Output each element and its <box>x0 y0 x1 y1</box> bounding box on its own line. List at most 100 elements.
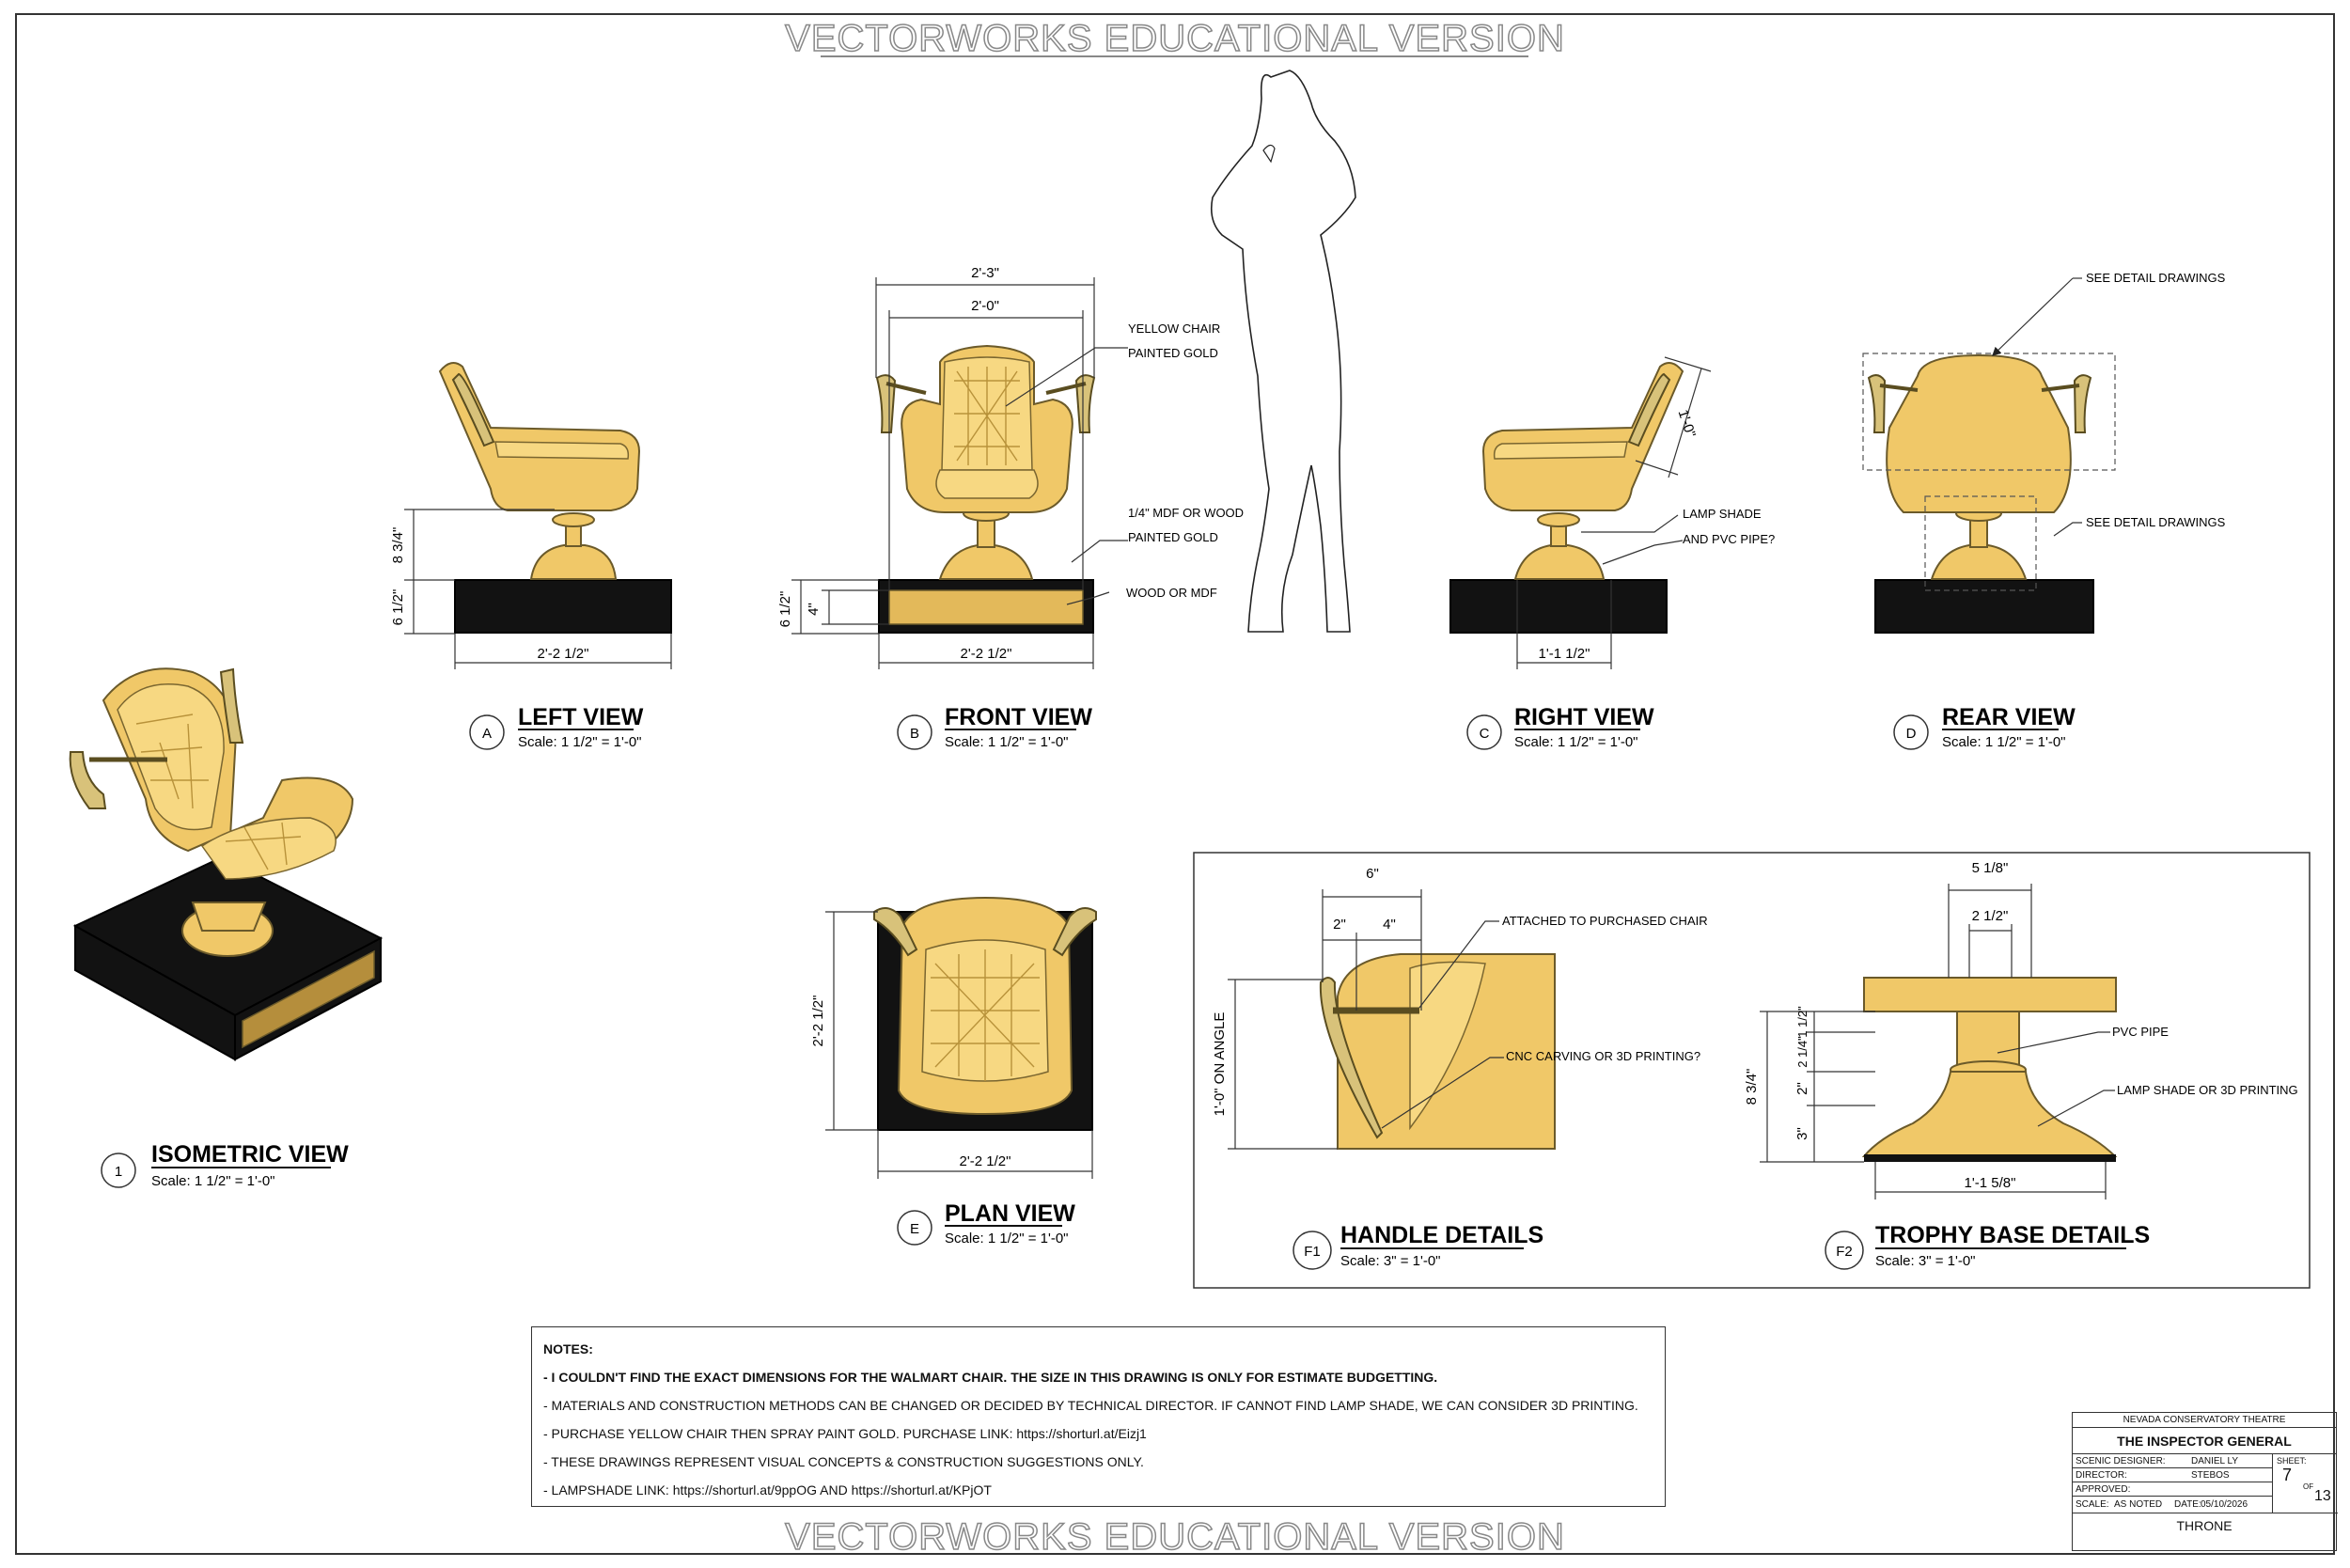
sheet-of: OF <box>2303 1482 2314 1491</box>
scale-label: SCALE: <box>2076 1499 2109 1510</box>
callout-see-detail-1: SEE DETAIL DRAWINGS <box>2086 271 2226 285</box>
front-view-dim-width-inner: 2'-0" <box>971 298 999 314</box>
isometric-view-scale: Scale: 1 1/2" = 1'-0" <box>151 1173 275 1189</box>
plan-view-dim-height: 2'-2 1/2" <box>810 996 826 1047</box>
trophy-detail-scale: Scale: 3" = 1'-0" <box>1875 1253 1976 1269</box>
plan-view-drawing <box>873 896 1097 1131</box>
date-label: DATE: <box>2174 1499 2201 1510</box>
isometric-view-drawing <box>69 667 384 1061</box>
trophy-detail-title: TROPHY BASE DETAILS <box>1875 1222 2150 1248</box>
front-view-drawing <box>875 344 1096 634</box>
title-block-org: NEVADA CONSERVATORY THEATRE <box>2073 1413 2336 1428</box>
notes-header: NOTES: <box>543 1341 593 1356</box>
handle-detail-tag-label: F1 <box>1304 1244 1321 1260</box>
handle-detail-drawing <box>1319 953 1556 1150</box>
left-view-title: LEFT VIEW <box>518 704 644 730</box>
note-line-5: - LAMPSHADE LINK: https://shorturl.at/9p… <box>543 1482 992 1497</box>
callout-lamp-2: AND PVC PIPE? <box>1683 532 1775 546</box>
trophy-detail-drawing <box>1861 977 2118 1162</box>
callout-mdf-1: 1/4" MDF OR WOOD <box>1128 506 1244 520</box>
right-view-dim-width: 1'-1 1/2" <box>1539 646 1590 662</box>
handle-detail-title: HANDLE DETAILS <box>1340 1222 1543 1248</box>
front-view-dim-height: 6 1/2" <box>777 591 793 628</box>
plan-view-dim-width: 2'-2 1/2" <box>960 1153 1011 1169</box>
director-label: DIRECTOR: <box>2076 1470 2127 1481</box>
callout-see-detail-2: SEE DETAIL DRAWINGS <box>2086 515 2226 529</box>
sheet-total: 13 <box>2314 1488 2331 1504</box>
callout-mdf-2: PAINTED GOLD <box>1128 530 1218 544</box>
front-view-tag <box>897 714 932 750</box>
left-view-tag-label: A <box>482 726 492 742</box>
trophy-dim-height-total: 8 3/4" <box>1744 1069 1760 1105</box>
title-block-designer-row: SCENIC DESIGNER: DANIEL LY <box>2073 1454 2272 1468</box>
front-view-dim-width: 2'-2 1/2" <box>961 646 1012 662</box>
right-view-dim-arm: 1'-0" <box>1675 408 1699 440</box>
front-view-dim-width-outer: 2'-3" <box>971 265 999 281</box>
trophy-detail-tag <box>1825 1231 1864 1270</box>
left-view-dims <box>404 509 672 669</box>
approved-label: APPROVED: <box>2076 1484 2131 1495</box>
designer-value: DANIEL LY <box>2191 1456 2239 1466</box>
callout-lamp-3d: LAMP SHADE OR 3D PRINTING <box>2117 1083 2298 1097</box>
left-view-dim-width: 2'-2 1/2" <box>538 646 589 662</box>
plan-view-title: PLAN VIEW <box>945 1200 1075 1227</box>
right-view-drawing <box>1449 362 1684 634</box>
trophy-dim-width-mid: 2 1/2" <box>1972 908 2009 924</box>
trophy-dim-width-top: 5 1/8" <box>1972 860 2009 876</box>
trophy-detail-tag-label: F2 <box>1836 1244 1853 1260</box>
trophy-dim-h3: 2" <box>1794 1082 1810 1095</box>
right-view-dims <box>1516 356 1712 669</box>
trophy-dim-h4: 3" <box>1794 1127 1810 1140</box>
notes-box: NOTES: - I COULDN'T FIND THE EXACT DIMEN… <box>531 1326 1666 1507</box>
note-line-2: - MATERIALS AND CONSTRUCTION METHODS CAN… <box>543 1398 1638 1413</box>
director-value: STEBOS <box>2191 1470 2230 1481</box>
title-block-item: THRONE <box>2176 1518 2232 1533</box>
trophy-dim-width-bottom: 1'-1 5/8" <box>1965 1175 2016 1191</box>
rear-view-detail-boxes <box>1862 277 2116 591</box>
title-block-sheet: SHEET: 7 OF 13 <box>2272 1454 2338 1513</box>
left-view-tag <box>469 714 505 750</box>
title-block: NEVADA CONSERVATORY THEATRE THE INSPECTO… <box>2072 1412 2338 1551</box>
plan-view-tag <box>897 1210 932 1246</box>
rear-view-scale: Scale: 1 1/2" = 1'-0" <box>1942 734 2066 750</box>
watermark-bottom: VECTORWORKS EDUCATIONAL VERSION <box>785 1516 1565 1558</box>
designer-label: SCENIC DESIGNER: <box>2076 1456 2166 1466</box>
right-view-title: RIGHT VIEW <box>1514 704 1654 730</box>
sheet-number: 7 <box>2282 1466 2293 1484</box>
callout-pvc: PVC PIPE <box>2112 1025 2169 1039</box>
callout-yellow-chair-2: PAINTED GOLD <box>1128 346 1218 360</box>
title-block-show: THE INSPECTOR GENERAL <box>2073 1428 2336 1454</box>
right-view-scale: Scale: 1 1/2" = 1'-0" <box>1514 734 1638 750</box>
left-view-scale: Scale: 1 1/2" = 1'-0" <box>518 734 642 750</box>
isometric-view-tag-label: 1 <box>115 1164 122 1180</box>
right-view-tag <box>1466 714 1502 750</box>
trophy-dim-h2: 2 1/4" <box>1795 1036 1810 1068</box>
handle-dim-width-1: 2" <box>1333 917 1346 933</box>
plan-view-dims <box>825 911 1093 1179</box>
isometric-view-title: ISOMETRIC VIEW <box>151 1141 349 1168</box>
watermark-top: VECTORWORKS EDUCATIONAL VERSION <box>785 18 1565 59</box>
rear-view-tag <box>1893 714 1929 750</box>
rear-view-tag-label: D <box>1906 726 1917 742</box>
note-line-1: - I COULDN'T FIND THE EXACT DIMENSIONS F… <box>543 1370 1438 1385</box>
callout-yellow-chair-1: YELLOW CHAIR <box>1128 321 1220 336</box>
human-scale-figure <box>1210 70 1356 633</box>
front-view-title: FRONT VIEW <box>945 704 1092 730</box>
handle-detail-dims <box>1228 889 1504 1150</box>
note-line-3: - PURCHASE YELLOW CHAIR THEN SPRAY PAINT… <box>543 1426 1147 1441</box>
title-block-scale-row: SCALE: AS NOTED DATE: 05/10/2026 <box>2073 1497 2272 1513</box>
callout-cnc: CNC CARVING OR 3D PRINTING? <box>1506 1049 1700 1063</box>
front-view-dim-inset: 4" <box>806 603 822 616</box>
front-view-dims <box>791 277 1128 669</box>
scale-value: AS NOTED <box>2114 1499 2163 1510</box>
sheet-border <box>15 13 2335 1555</box>
left-view-dim-height-top: 8 3/4" <box>390 527 406 564</box>
plan-view-scale: Scale: 1 1/2" = 1'-0" <box>945 1231 1069 1247</box>
callout-attached: ATTACHED TO PURCHASED CHAIR <box>1502 914 1708 928</box>
left-view-dim-height-base: 6 1/2" <box>390 589 406 626</box>
sheet-label: SHEET: <box>2277 1456 2307 1466</box>
rear-view-title: REAR VIEW <box>1942 704 2076 730</box>
handle-detail-tag <box>1292 1231 1332 1270</box>
handle-dim-width-2: 4" <box>1383 917 1396 933</box>
